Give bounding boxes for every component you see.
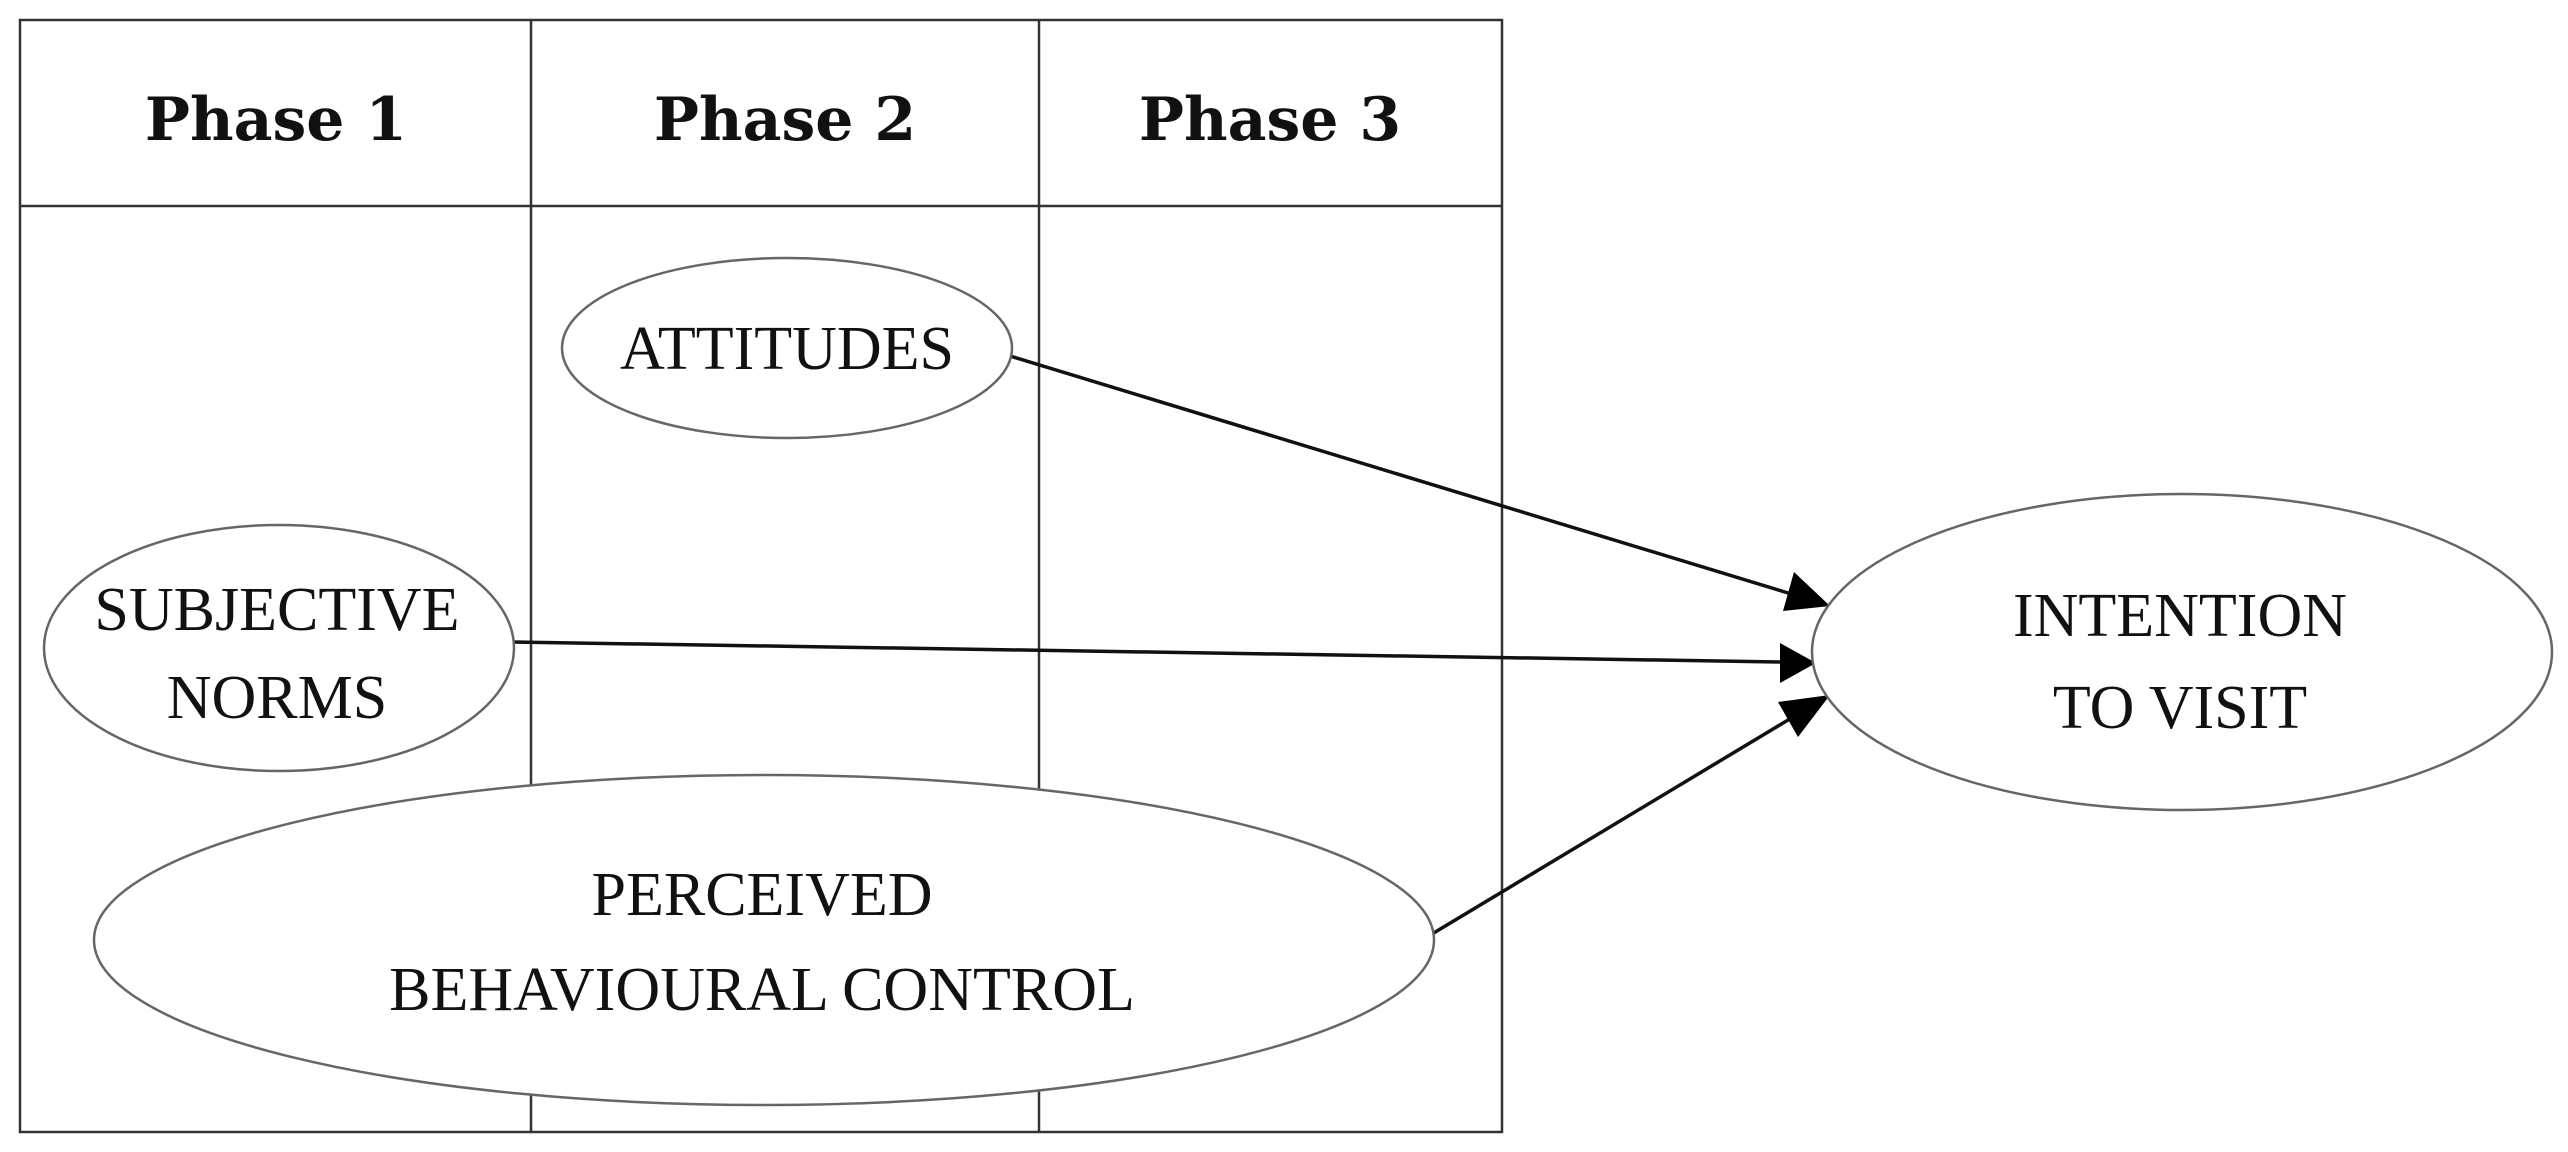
- node-attitudes: ATTITUDES: [560, 256, 1014, 440]
- perceived-control-ellipse: [92, 773, 1436, 1107]
- intention-ellipse: [1810, 492, 2554, 812]
- phase-3-header: Phase 3: [1139, 85, 1401, 155]
- edges: [511, 354, 1799, 936]
- perceived-control-label-line-1: PERCEIVED: [592, 861, 933, 929]
- edge-attitudes-to-intention: [1009, 354, 1799, 598]
- perceived-control-label-line-2: BEHAVIOURAL CONTROL: [389, 956, 1135, 1024]
- arrowhead-attitudes: [1783, 572, 1830, 611]
- phase-table-border: [18, 18, 1504, 1134]
- phase-2-header: Phase 2: [654, 85, 916, 155]
- edge-perceived-control-to-intention: [1431, 712, 1799, 936]
- arrowheads: [1778, 572, 1830, 737]
- attitudes-label: ATTITUDES: [620, 315, 954, 383]
- subjective-norms-ellipse: [42, 523, 516, 773]
- phase-headers: Phase 1 Phase 2 Phase 3: [145, 85, 1401, 155]
- subjective-norms-label-line-2: NORMS: [167, 664, 388, 732]
- arrowhead-subjective-norms: [1780, 643, 1816, 683]
- attitudes-ellipse: [560, 256, 1014, 440]
- arrowhead-perceived-control: [1778, 695, 1830, 737]
- edge-subjective-norms-to-intention: [511, 640, 1783, 664]
- node-perceived-behavioural-control: PERCEIVED BEHAVIOURAL CONTROL: [92, 773, 1436, 1107]
- intention-label-line-2: TO VISIT: [2053, 674, 2307, 742]
- subjective-norms-label-line-1: SUBJECTIVE: [94, 576, 459, 644]
- node-intention-to-visit: INTENTION TO VISIT: [1810, 492, 2554, 812]
- phase-1-header: Phase 1: [145, 85, 407, 155]
- node-subjective-norms: SUBJECTIVE NORMS: [42, 523, 516, 773]
- intention-label-line-1: INTENTION: [2013, 582, 2347, 650]
